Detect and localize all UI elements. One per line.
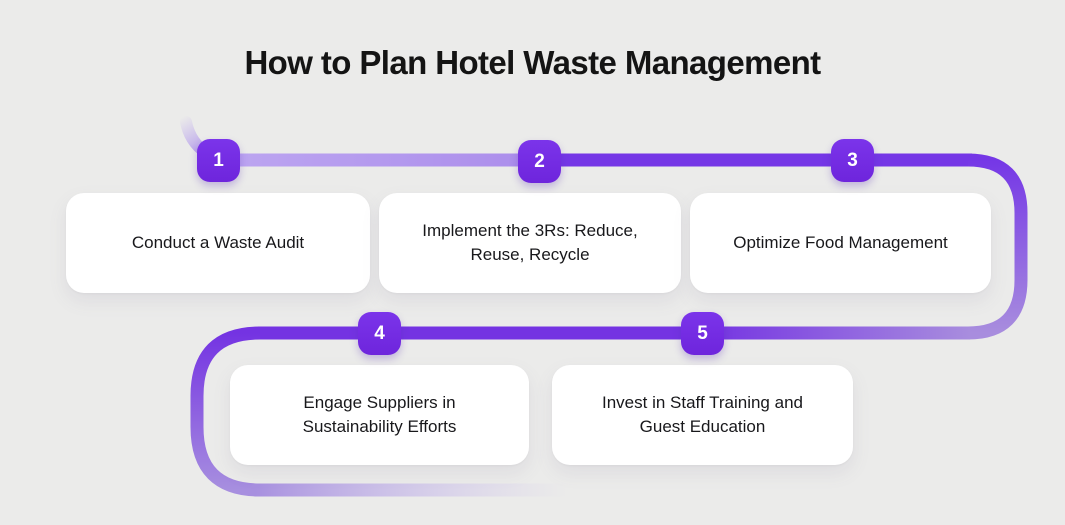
step-2-card: Implement the 3Rs: Reduce, Reuse, Recycl… bbox=[379, 193, 681, 293]
step-3-badge: 3 bbox=[831, 139, 874, 182]
step-3-card: Optimize Food Management bbox=[690, 193, 991, 293]
page-title: How to Plan Hotel Waste Management bbox=[244, 44, 821, 81]
step-1-number: 1 bbox=[213, 149, 224, 171]
step-1-badge: 1 bbox=[197, 139, 240, 182]
step-2-number: 2 bbox=[534, 150, 545, 172]
step-5-card: Invest in Staff Training and Guest Educa… bbox=[552, 365, 853, 465]
step-2-label: Implement the 3Rs: Reduce, Reuse, Recycl… bbox=[422, 221, 638, 264]
step-2-badge: 2 bbox=[518, 140, 561, 183]
step-4-number: 4 bbox=[374, 322, 385, 344]
step-4-label: Engage Suppliers in Sustainability Effor… bbox=[302, 393, 457, 436]
step-4-badge: 4 bbox=[358, 312, 401, 355]
step-1-label: Conduct a Waste Audit bbox=[131, 233, 305, 253]
step-3-label: Optimize Food Management bbox=[733, 233, 948, 253]
step-4-card: Engage Suppliers in Sustainability Effor… bbox=[230, 365, 529, 465]
step-5-label: Invest in Staff Training and Guest Educa… bbox=[602, 393, 803, 436]
step-5-number: 5 bbox=[697, 322, 708, 344]
step-5-badge: 5 bbox=[681, 312, 724, 355]
step-3-number: 3 bbox=[847, 149, 858, 171]
step-1-card: Conduct a Waste Audit bbox=[66, 193, 370, 293]
